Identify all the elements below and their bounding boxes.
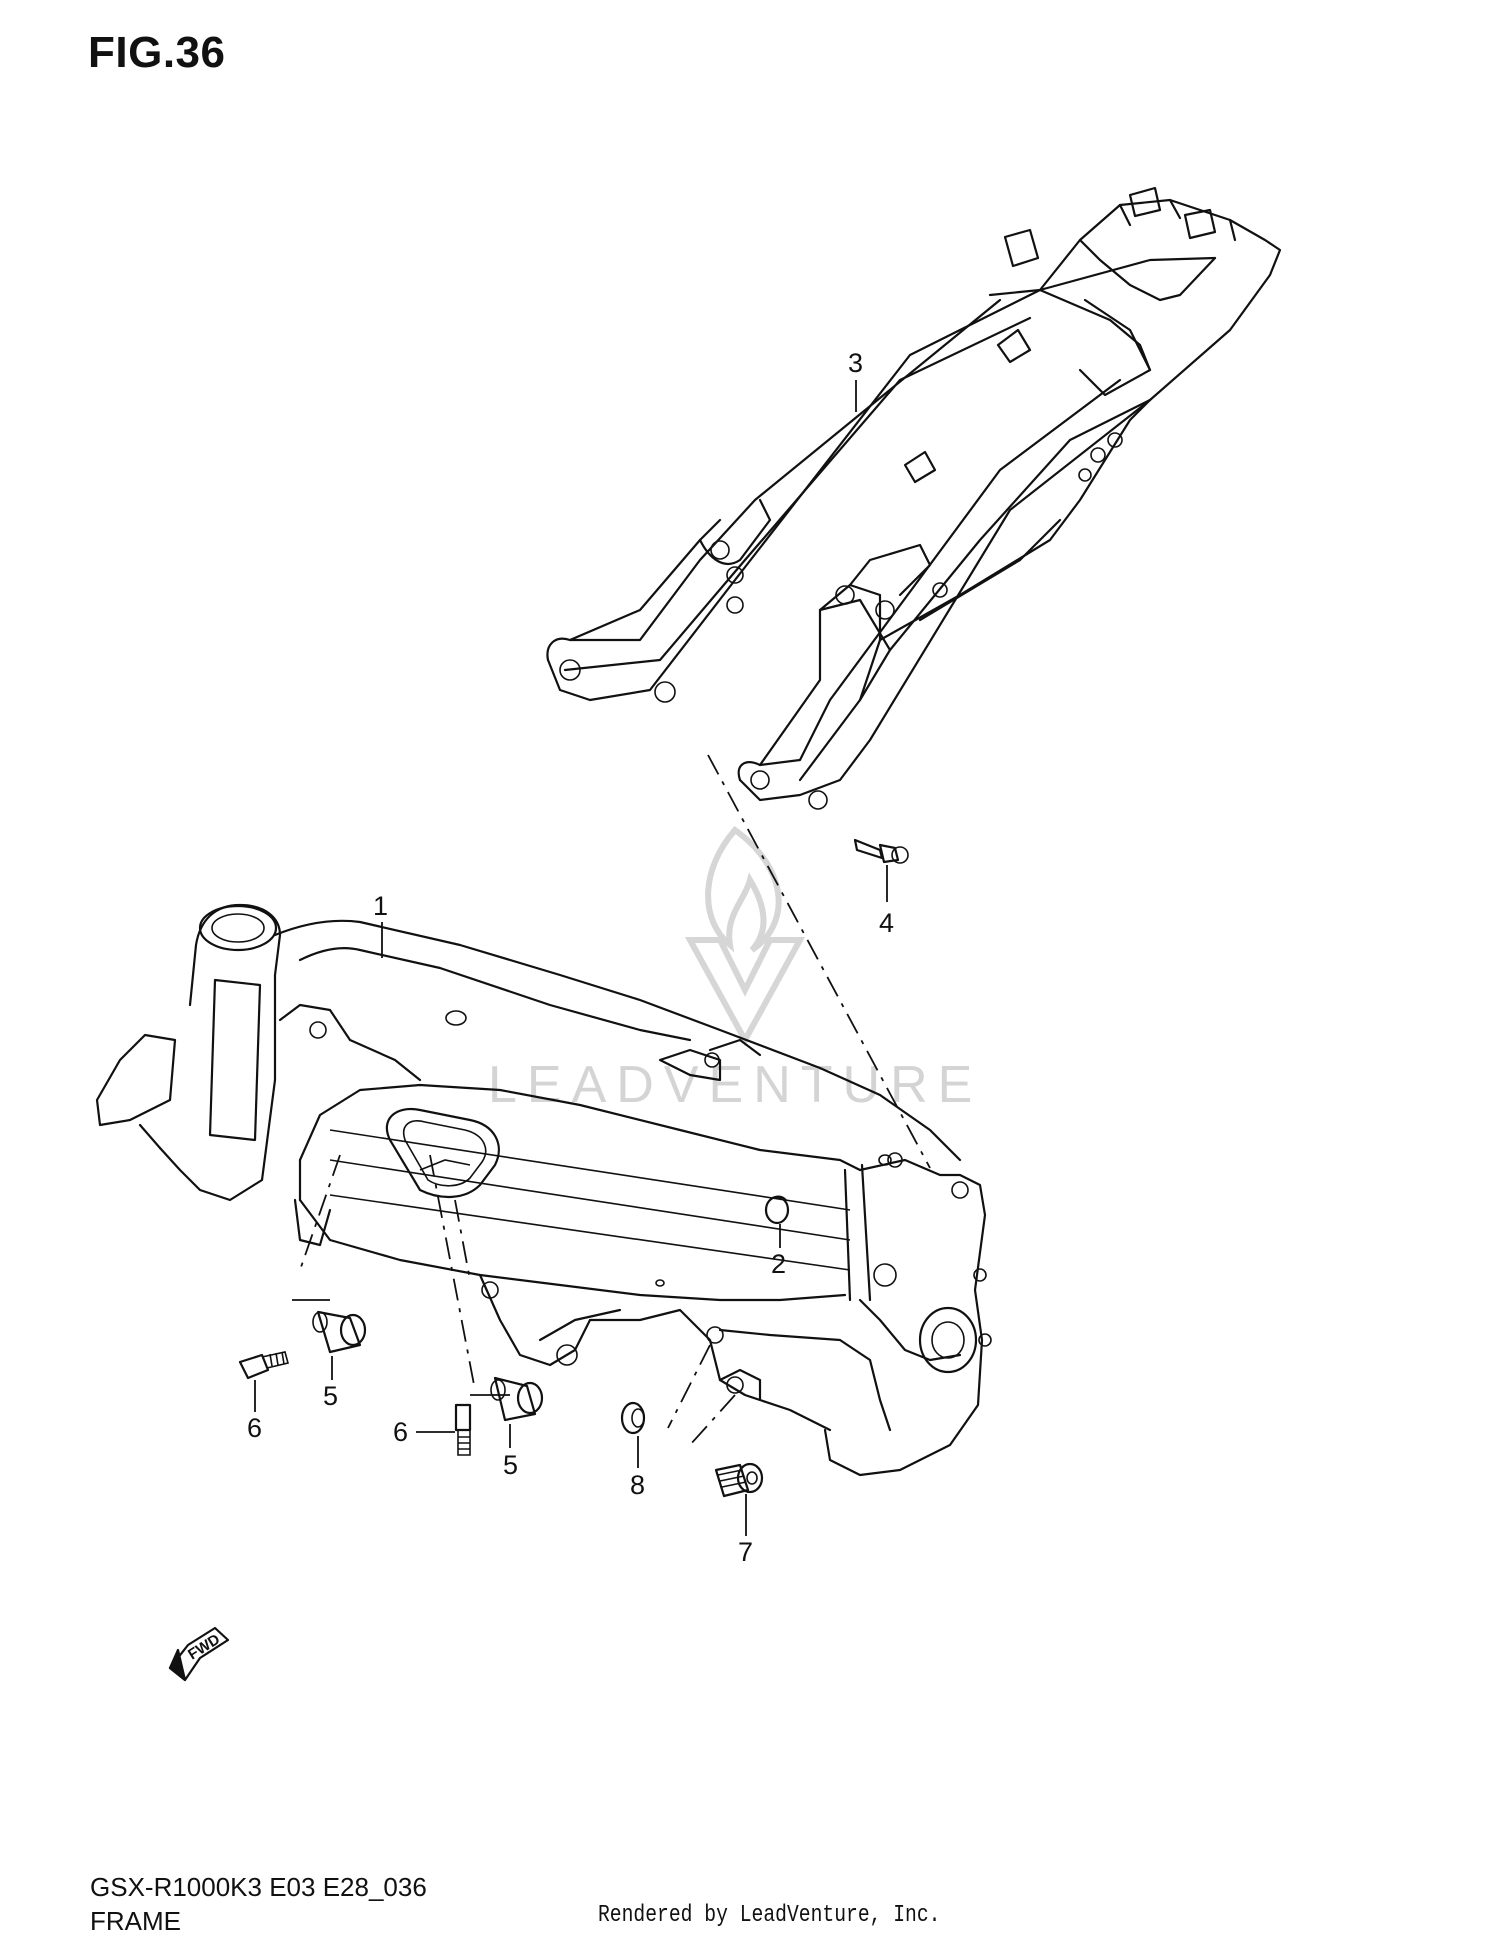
part-3-seat-rail[interactable] xyxy=(546,186,1282,810)
section-name-label: FRAME xyxy=(90,1906,181,1936)
forward-direction-arrow: FWD xyxy=(168,1626,230,1682)
callout-6-right: 6 xyxy=(393,1417,408,1447)
part-4-bolt[interactable] xyxy=(853,838,909,864)
callout-2: 2 xyxy=(771,1249,786,1279)
render-credit-label: Rendered by LeadVenture, Inc. xyxy=(598,1902,941,1929)
model-code-label: GSX-R1000K3 E03 E28_036 xyxy=(90,1872,427,1902)
part-8-washer[interactable] xyxy=(620,1401,646,1435)
leadventure-watermark-logo: LEADVENTURE xyxy=(488,825,982,1114)
callout-7: 7 xyxy=(738,1537,753,1567)
watermark-text: LEADVENTURE xyxy=(488,1056,982,1114)
callout-4: 4 xyxy=(879,908,894,938)
callout-5-right: 5 xyxy=(503,1450,518,1480)
part-2-plug[interactable] xyxy=(764,1195,790,1225)
callout-6-left: 6 xyxy=(247,1413,262,1443)
part-7-adjuster-bolt[interactable] xyxy=(714,1462,764,1498)
callout-3: 3 xyxy=(848,348,863,378)
callout-1: 1 xyxy=(373,891,388,921)
callout-5-left: 5 xyxy=(323,1381,338,1411)
figure-title: FIG.36 xyxy=(88,28,226,77)
part-5-bushing-right[interactable] xyxy=(490,1376,544,1422)
part-1-main-frame[interactable] xyxy=(95,903,992,1477)
part-6-bolt-right[interactable] xyxy=(454,1403,472,1456)
callout-8: 8 xyxy=(630,1470,645,1500)
part-6-bolt-left[interactable] xyxy=(238,1351,289,1380)
part-5-bushing-left[interactable] xyxy=(312,1310,367,1354)
